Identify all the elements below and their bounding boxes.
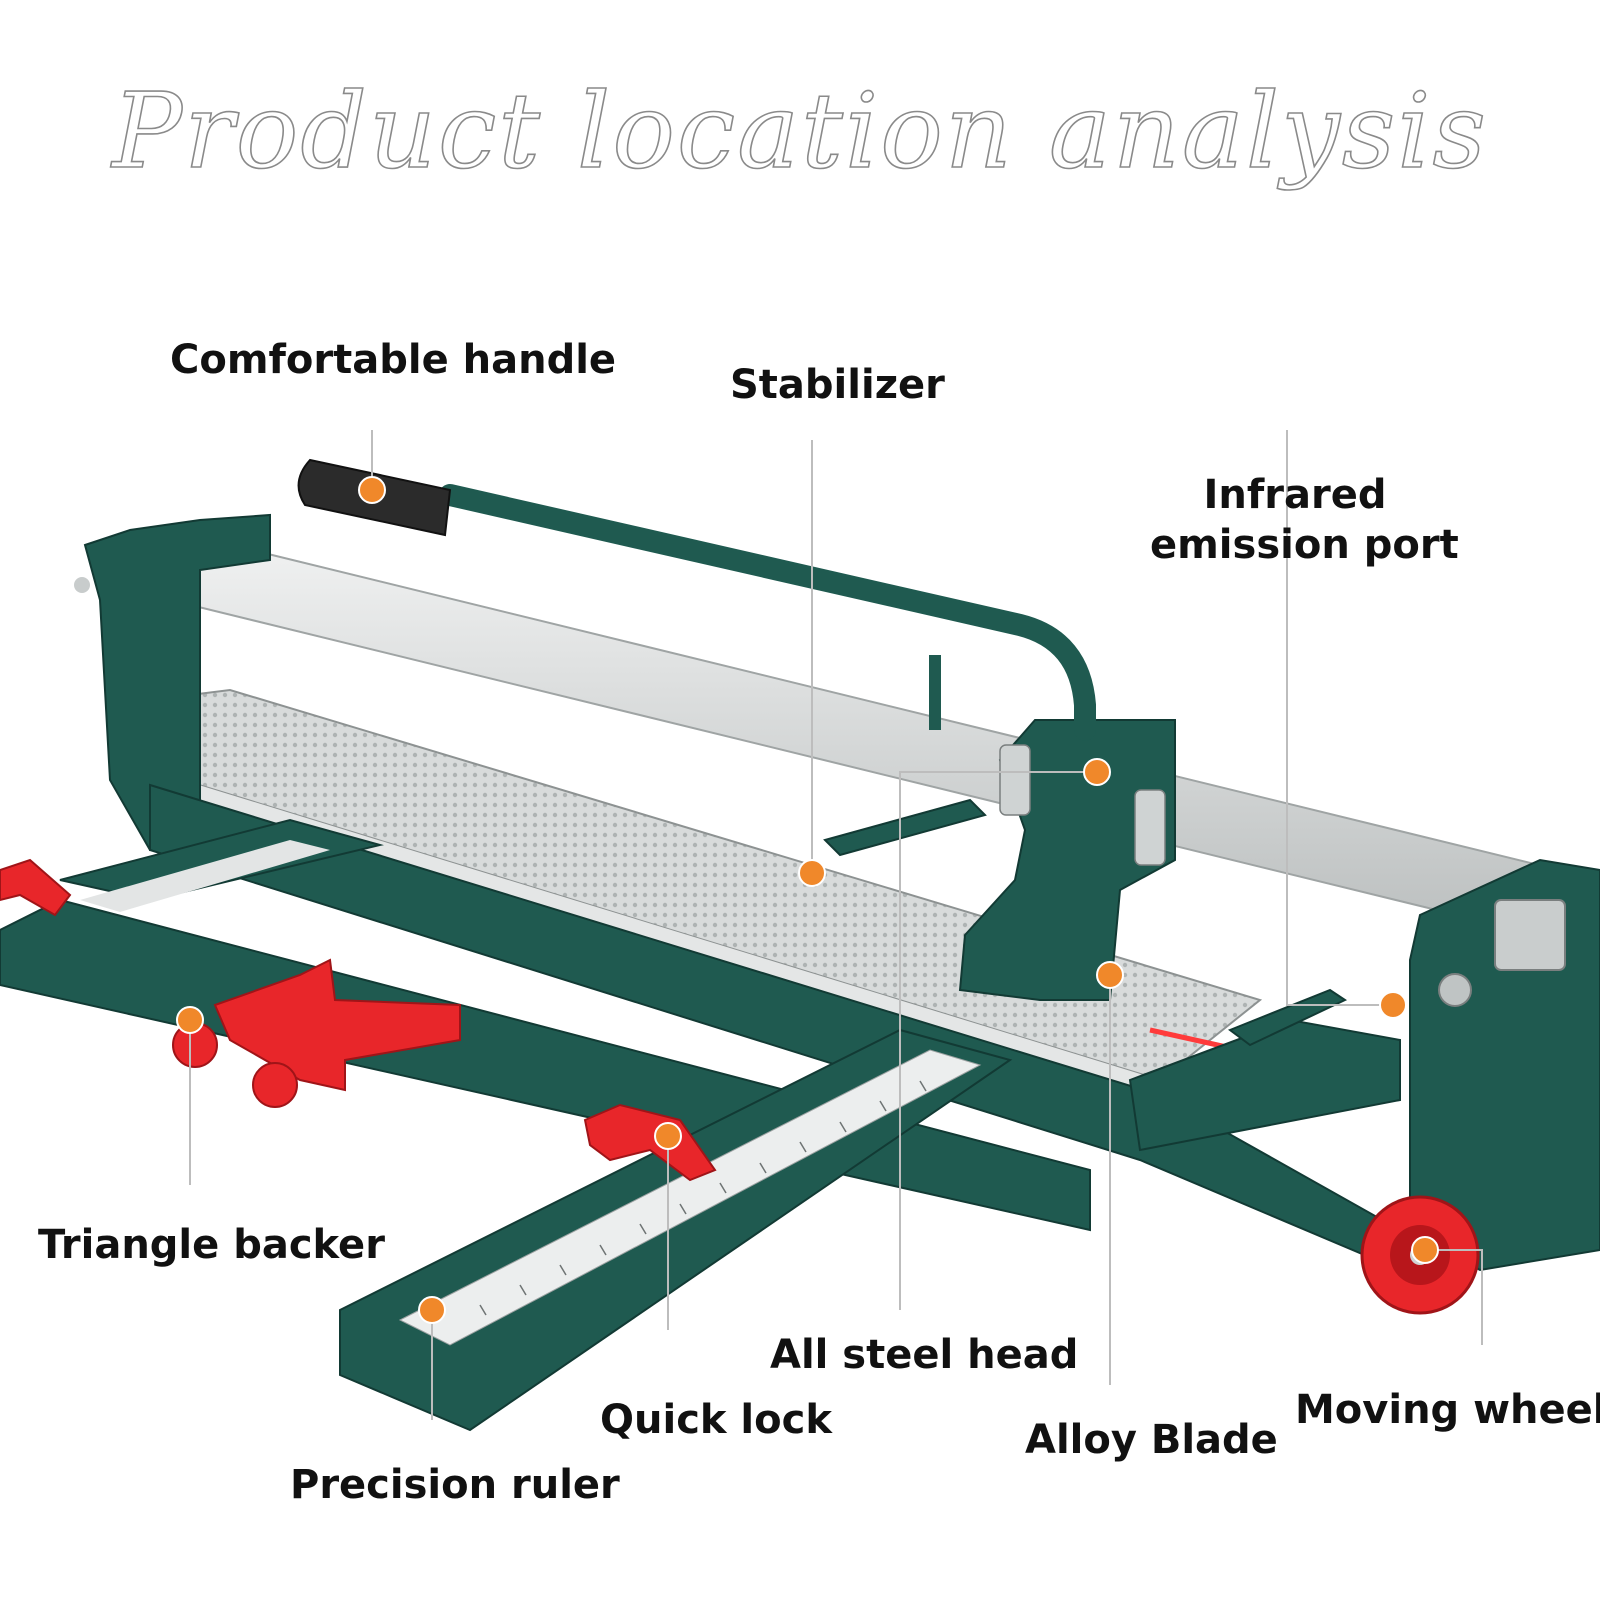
head-spring-left — [999, 744, 1031, 816]
nut — [1438, 973, 1472, 1007]
red-clamp-left — [0, 858, 72, 917]
label-infrared-emission-port: Infrared emission port — [1150, 470, 1459, 570]
label-infrared-line2: emission port — [1150, 522, 1459, 568]
label-moving-wheel: Moving wheel — [1295, 1387, 1600, 1433]
leader-lines — [189, 430, 1483, 1420]
marker-stabilizer — [798, 859, 826, 887]
label-precision-ruler: Precision ruler — [290, 1462, 620, 1508]
leader-wheel — [1425, 1249, 1483, 1345]
axle-block — [1494, 899, 1566, 971]
quick-lock-shape — [583, 1103, 717, 1182]
stabilizer-arm — [823, 798, 987, 857]
marker-triangle-backer — [176, 1006, 204, 1034]
label-triangle-backer: Triangle backer — [38, 1222, 385, 1268]
marker-moving-wheel — [1411, 1236, 1439, 1264]
marker-precision-ruler — [418, 1296, 446, 1324]
marker-infrared-port — [1379, 991, 1407, 1019]
head-spring-right — [1134, 789, 1166, 866]
label-comfortable-handle: Comfortable handle — [170, 337, 617, 383]
clamp-lever — [1227, 988, 1348, 1047]
handle-shaft — [439, 484, 1096, 741]
label-stabilizer: Stabilizer — [730, 362, 945, 408]
left-end-plate — [83, 513, 271, 852]
label-infrared-line1: Infrared — [1203, 472, 1387, 518]
page-title: Product location analysis — [111, 69, 1488, 193]
label-all-steel-head: All steel head — [770, 1332, 1079, 1378]
ruler-back — [80, 840, 330, 912]
marker-quick-lock — [654, 1122, 682, 1150]
ruler-front — [398, 1049, 982, 1346]
marker-alloy-blade — [1096, 961, 1124, 989]
marker-comfortable-handle — [358, 476, 386, 504]
bed-front-edge — [150, 770, 1160, 1095]
bolt — [74, 577, 90, 593]
backer-knob-2 — [252, 1062, 298, 1108]
ruler-ticks — [479, 1080, 927, 1316]
leader-infrared — [1286, 430, 1393, 1006]
label-quick-lock: Quick lock — [600, 1397, 832, 1443]
label-alloy-blade: Alloy Blade — [1025, 1417, 1278, 1463]
leader-head — [899, 771, 1097, 1310]
marker-all-steel-head — [1083, 758, 1111, 786]
